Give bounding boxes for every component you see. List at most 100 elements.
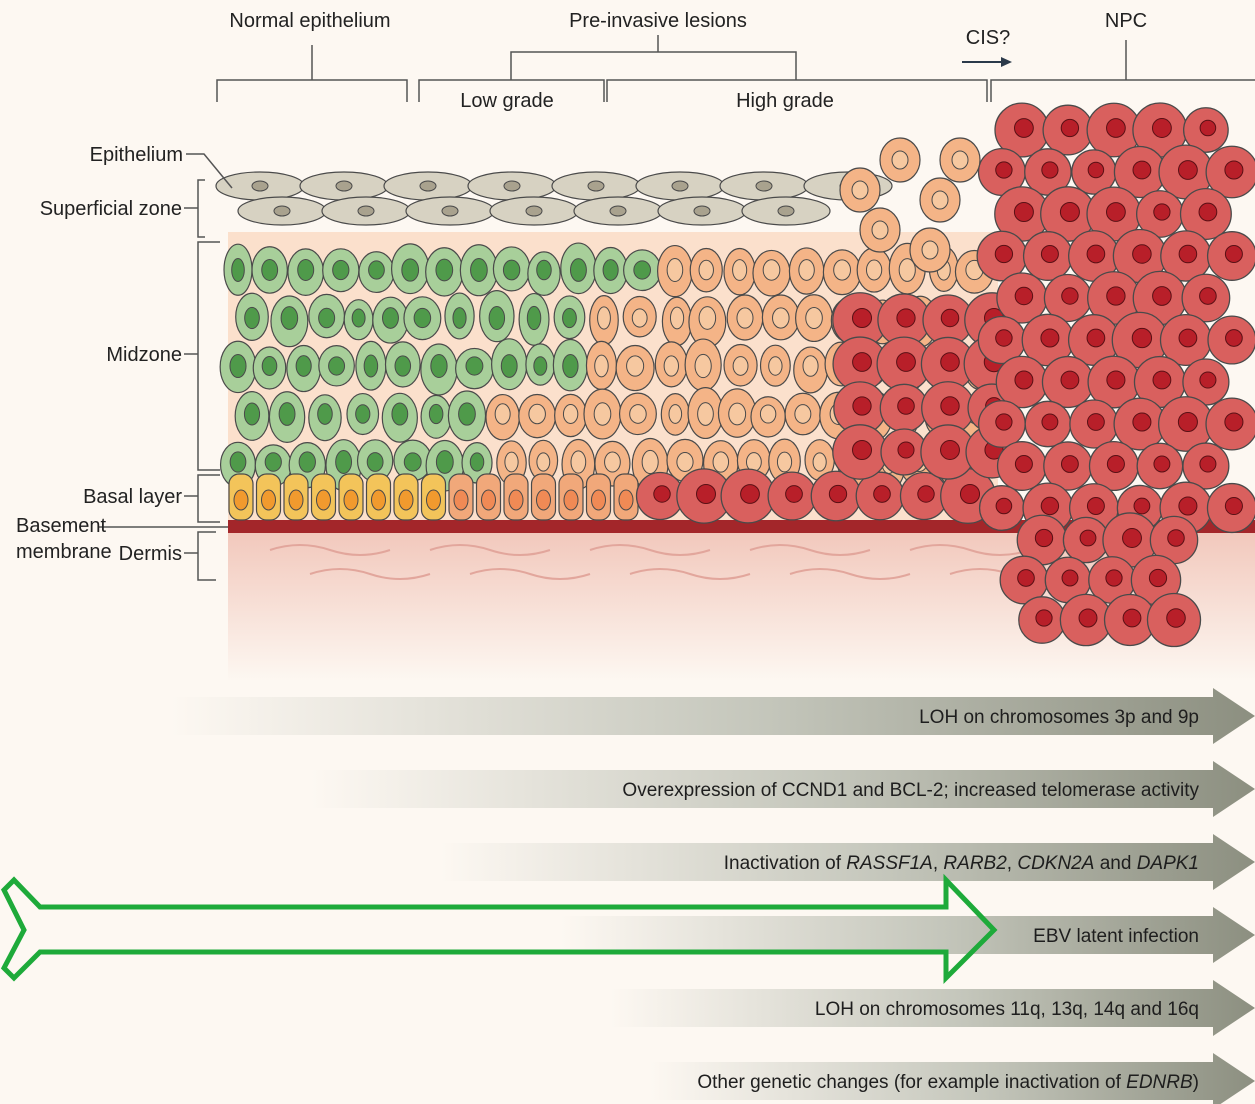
high-grade-label: High grade [736,90,834,112]
normal-nucleus [436,259,453,281]
tumor-nucleus [1225,413,1243,431]
tumor-nucleus [1041,329,1059,347]
event-label-part: EDNRB [1126,1072,1193,1093]
lesion-nucleus [670,307,683,329]
normal-nucleus [453,308,466,329]
normal-nucleus [501,355,517,378]
low-grade-label: Low grade [460,90,553,112]
lesion-nucleus [852,181,868,199]
basal-nucleus [427,490,441,510]
tumor-nucleus [918,486,934,502]
lesion-nucleus [760,405,775,423]
lesion-nucleus [806,307,823,328]
lesion-nucleus [777,452,791,472]
tumor-nucleus [1035,529,1052,546]
tumor-nucleus [1133,245,1152,264]
basal-layer-label: Basal layer [83,486,182,508]
tumor-nucleus [1041,497,1058,514]
tumor-nucleus [1179,497,1197,515]
superficial-nucleus [442,206,458,216]
tumor-nucleus [941,309,958,326]
cis-arrow [962,57,1012,67]
superficial-nucleus [588,181,604,191]
epithelium-label: Epithelium [90,144,183,166]
tumor-nucleus [852,308,871,327]
tumor-nucleus [897,353,916,372]
superficial-nucleus [252,181,268,191]
tumor-nucleus [1080,530,1096,546]
normal-nucleus [319,308,335,327]
lesion-nucleus [495,404,510,424]
tumor-nucleus [1200,372,1216,388]
tumor-nucleus [1106,570,1122,586]
normal-nucleus [244,403,259,425]
lesion-nucleus [529,404,546,423]
normal-nucleus [402,259,419,281]
superficial-nucleus [610,206,626,216]
tumor-nucleus [1107,287,1125,305]
tumor-nucleus [1154,204,1170,220]
event-label-part: CDKN2A [1017,853,1094,874]
event-label-part: LOH on chromosomes 3p and 9p [919,707,1199,728]
tumor-nucleus [1036,610,1052,626]
tumor-nucleus [1134,498,1150,514]
lesion-nucleus [630,405,647,424]
tumor-nucleus [1087,498,1104,515]
lesion-nucleus [699,260,713,280]
tumor-nucleus [1107,119,1126,138]
tumor-nucleus [1014,119,1033,138]
normal-nucleus [281,307,298,330]
normal-nucleus [414,308,431,327]
lesion-nucleus [713,452,729,472]
lesion-nucleus [799,260,814,281]
basal-nucleus [509,490,523,510]
event-label: EBV latent infection [1033,926,1199,947]
normal-nucleus [265,453,281,472]
lesion-nucleus [733,357,748,376]
tumor-nucleus [1015,371,1033,389]
basement-label: Basement [16,515,106,537]
normal-nucleus [367,453,383,472]
tumor-nucleus [1179,329,1197,347]
normal-nucleus [383,308,399,329]
tumor-nucleus [898,398,915,415]
lesion-nucleus [834,260,851,280]
event-label-part: EBV latent infection [1033,926,1199,947]
lesion-nucleus [595,355,609,377]
normal-nucleus [603,260,618,281]
tumor-nucleus [1168,530,1185,547]
event-label-part: and [1094,853,1136,874]
tumor-nucleus [1153,287,1172,306]
lesion-nucleus [605,452,621,472]
tumor-nucleus [1062,570,1078,586]
tumor-nucleus [829,485,846,502]
tumor-nucleus [852,440,871,459]
lesion-nucleus [677,453,693,472]
event-label-part: LOH on chromosomes 11q, 13q, 14q and 16q [815,999,1199,1020]
lesion-nucleus [632,309,647,327]
lesion-nucleus [872,221,888,239]
tumor-nucleus [1062,288,1078,304]
normal-nucleus [369,261,385,279]
event-label: Overexpression of CCND1 and BCL-2; incre… [622,780,1199,801]
tumor-nucleus [1018,570,1035,587]
event-label-part: ) [1193,1072,1199,1093]
normal-nucleus [299,452,315,472]
lesion-nucleus [667,259,683,282]
superficial-zone-label: Superficial zone [40,198,182,220]
tumor-nucleus [1061,456,1078,473]
normal-nucleus [471,259,488,282]
normal-nucleus [392,403,408,425]
event-label: LOH on chromosomes 3p and 9p [919,707,1199,728]
tumor-nucleus [1200,288,1217,305]
lesion-nucleus [803,356,818,377]
normal-nucleus [563,308,577,327]
tumor-nucleus [1132,328,1151,347]
normal-nucleus [431,355,447,378]
tumor-nucleus [1154,456,1170,472]
tumor-nucleus [1133,413,1151,431]
normal-nucleus [356,405,370,423]
lesion-nucleus [505,452,518,472]
tumor-nucleus [898,442,914,458]
superficial-nucleus [358,206,374,216]
